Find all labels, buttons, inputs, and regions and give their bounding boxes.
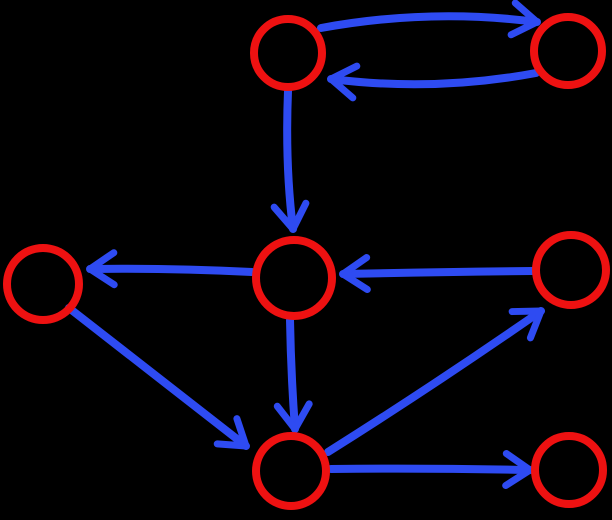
graph-node-mid-center[interactable] — [252, 236, 336, 320]
edge-top-right-to-top-left[interactable] — [327, 62, 540, 102]
graph-node-top-right[interactable] — [530, 13, 606, 89]
edge-top-left-to-mid-center[interactable] — [270, 87, 310, 233]
edge-bottom-center-to-bottom-right[interactable] — [327, 450, 534, 490]
graph-node-top-left[interactable] — [250, 15, 326, 91]
edge-mid-left-to-bottom-center[interactable] — [65, 304, 250, 450]
graph-node-mid-right[interactable] — [532, 231, 610, 309]
node-layer — [3, 13, 610, 510]
graph-node-mid-left[interactable] — [3, 244, 83, 324]
graph-node-bottom-center[interactable] — [252, 432, 330, 510]
graph-node-bottom-right[interactable] — [531, 432, 607, 508]
edge-top-left-to-top-right[interactable] — [317, 0, 541, 39]
edge-mid-right-to-mid-center[interactable] — [339, 254, 536, 294]
edge-mid-center-to-mid-left[interactable] — [86, 249, 256, 289]
edge-layer — [65, 0, 545, 490]
edge-bottom-center-to-mid-right[interactable] — [324, 307, 545, 456]
edge-mid-center-to-bottom-center[interactable] — [273, 316, 313, 433]
